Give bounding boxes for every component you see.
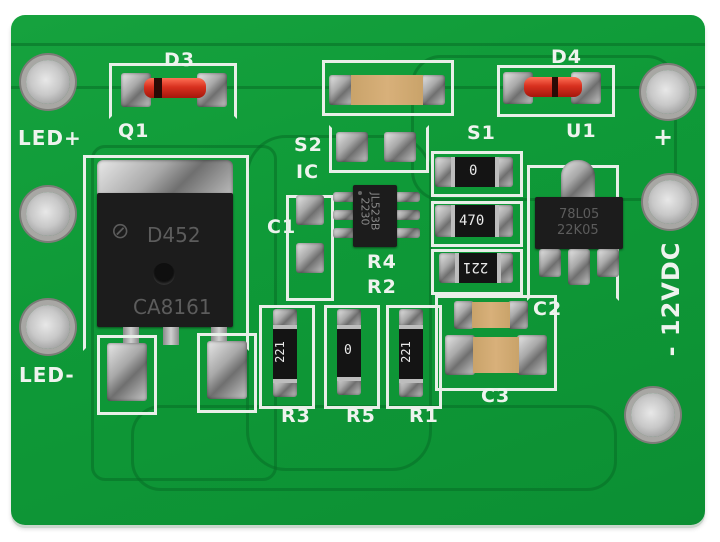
d3-outline [109, 63, 237, 119]
top-capacitor [351, 75, 423, 105]
r4-resistor-value: 470 [459, 213, 485, 229]
c2-capacitor [472, 302, 510, 328]
connector-hole-led-plus [26, 60, 70, 104]
connector-hole-middle-right [648, 180, 692, 224]
silk-r3: R3 [281, 405, 311, 427]
mosfet-center-dimple [153, 263, 175, 285]
r4-resistor-outline [431, 201, 523, 247]
c2-pad-right [508, 301, 528, 329]
regulator-pin-1 [539, 249, 561, 277]
regulator-body: 78L05 22K05 [535, 197, 623, 249]
ic-pin-4 [394, 192, 420, 202]
ic-pin-5 [394, 210, 420, 220]
c2-pad-left [454, 301, 474, 329]
s1-resistor-outline [431, 151, 523, 197]
c3-pad-left [445, 335, 475, 375]
c2-c3-outline [435, 295, 557, 391]
mosfet-marking-line1: D452 [147, 223, 201, 247]
ic-pin-1 [333, 192, 359, 202]
ic-pin-2 [333, 210, 359, 220]
regulator-pin-2 [568, 249, 590, 285]
silk-voltage-label: - 12VDC [657, 241, 685, 357]
s2-pad-right [384, 132, 416, 162]
connector-hole-plus [646, 70, 690, 114]
silk-r4: R4 [367, 251, 397, 273]
r4-resistor-pad-left [435, 205, 455, 237]
r3-resistor-value: 221 [272, 341, 287, 363]
s2-pad-left [336, 132, 368, 162]
mosfet-logo: ⊘ [111, 219, 130, 244]
r3-pad-top [273, 309, 297, 327]
mosfet-marking-line2: CA8161 [133, 295, 212, 319]
ic-pin-3 [333, 228, 359, 238]
mosfet-outline [83, 155, 249, 351]
r3-resistor-outline [259, 305, 315, 409]
s1-resistor: 0 [451, 157, 499, 187]
connector-hole-minus [631, 393, 675, 437]
r4-resistor: 470 [451, 205, 499, 237]
top-cap-pad-right [421, 75, 445, 105]
silk-d3: D3 [164, 49, 195, 71]
ic-pin-6 [394, 228, 420, 238]
d3-cathode-band [154, 78, 162, 98]
d3-diode [144, 78, 206, 98]
c1-pad-top [296, 195, 324, 225]
c3-pad-right [517, 335, 547, 375]
r3-resistor: 221 [273, 325, 297, 383]
d4-cathode-band [552, 77, 558, 97]
mosfet-pad-right [207, 341, 247, 399]
connector-hole-led-minus [26, 305, 70, 349]
mosfet-pad-left [107, 343, 147, 401]
silk-led-plus: LED+ [18, 126, 82, 150]
silk-r5: R5 [346, 405, 376, 427]
silk-r1: R1 [409, 405, 439, 427]
mosfet-pad-outline-right [197, 333, 257, 413]
regulator-tab [561, 160, 595, 202]
s1-resistor-value: 0 [469, 163, 478, 179]
s1-resistor-pad-left [435, 157, 455, 187]
ic-body: JL523B 2230 [353, 185, 397, 247]
ic-marking-line2: 2230 [358, 197, 372, 226]
r2-resistor-outline [431, 249, 523, 295]
pcb-board: LED+ LED- + - 12VDC D3 Q1 S2 D4 U1 S1 D4… [11, 15, 705, 525]
silk-d4: D4 [551, 46, 582, 68]
ic-pin1-dot [358, 191, 362, 195]
r1-resistor: 221 [399, 325, 423, 383]
regulator-marking-line1: 78L05 [559, 207, 600, 222]
silk-r2: R2 [367, 276, 397, 298]
r5-pad-top [337, 309, 361, 327]
silk-led-minus: LED- [19, 363, 75, 387]
r2-resistor: 221 [455, 253, 501, 283]
top-cap-pad-left [329, 75, 353, 105]
r5-resistor-value: 0 [344, 343, 352, 358]
r1-resistor-outline [386, 305, 442, 409]
connector-hole-middle-left [26, 192, 70, 236]
silk-plus: + [653, 123, 675, 151]
s2-outline [329, 125, 429, 173]
regulator-marking-line2: 22K05 [557, 223, 599, 238]
mosfet-body: D452 ⊘ CA8161 [97, 193, 233, 327]
r2-resistor-value: 221 [463, 259, 489, 275]
r1-pad-top [399, 309, 423, 327]
mosfet-pad-outline-left [97, 335, 157, 415]
r5-resistor-outline [324, 305, 380, 409]
r2-resistor-pad-left [439, 253, 459, 283]
silk-q1: Q1 [118, 120, 150, 142]
regulator-pin-3 [597, 249, 619, 277]
silk-u1: U1 [566, 120, 597, 142]
silk-c3: C3 [481, 385, 511, 407]
top-cap-outline [322, 60, 454, 116]
mosfet-lead-center [163, 327, 179, 345]
silk-s1: S1 [467, 122, 496, 144]
silk-ic: IC [296, 161, 320, 183]
silk-c2: C2 [533, 298, 563, 320]
silk-s2: S2 [294, 134, 323, 156]
c1-pad-bottom [296, 243, 324, 273]
c3-capacitor [473, 337, 519, 373]
r1-resistor-value: 221 [398, 341, 413, 363]
r5-resistor: 0 [337, 325, 361, 381]
d4-outline [497, 65, 615, 117]
d4-diode [524, 77, 582, 97]
